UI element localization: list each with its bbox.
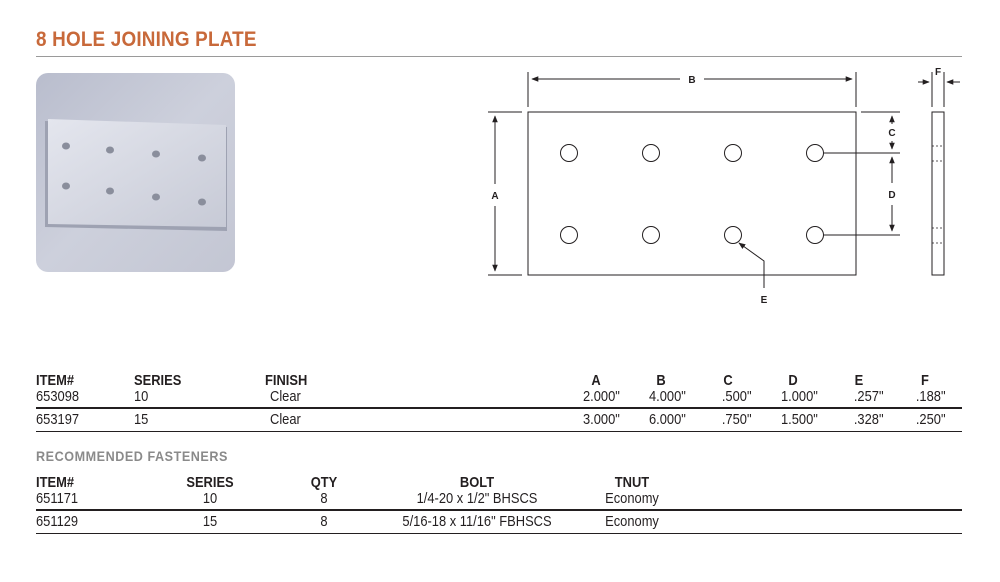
dimension-drawing: B A C D E F — [488, 67, 960, 306]
dim-label-f: F — [935, 67, 941, 78]
hole — [642, 144, 660, 162]
col-a: A — [591, 372, 601, 389]
table-row: 653197 15 Clear 3.000" 6.000" .750" 1.50… — [36, 411, 946, 428]
col-c: C — [723, 372, 733, 389]
dim-label-a: A — [491, 191, 498, 202]
dim-label-c: C — [888, 128, 895, 139]
hole — [724, 144, 742, 162]
col-tnut: TNUT — [614, 474, 650, 491]
hole — [724, 226, 742, 244]
dim-label-d: D — [888, 190, 895, 201]
title-rule — [36, 56, 962, 57]
table-row: 651171 10 8 1/4-20 x 1/2" BHSCS Economy — [36, 490, 659, 507]
table-rule — [36, 431, 962, 432]
fasteners-header-row: ITEM# SERIES QTY BOLT TNUT — [36, 474, 962, 494]
plates-header-row: ITEM# SERIES FINISH A B C D E F — [36, 372, 962, 392]
fasteners-table: ITEM# SERIES QTY BOLT TNUT 651171 10 8 1… — [36, 474, 962, 534]
page-title: 8 HOLE JOINING PLATE — [36, 28, 257, 51]
fasteners-title: RECOMMENDED FASTENERS — [36, 448, 228, 464]
col-b: B — [656, 372, 666, 389]
plate-photo-image — [36, 73, 235, 272]
table-rule — [36, 533, 962, 534]
hole — [806, 226, 824, 244]
plates-table: ITEM# SERIES FINISH A B C D E F 653098 1… — [36, 372, 962, 432]
hole — [560, 144, 578, 162]
col-series: SERIES — [134, 372, 182, 389]
table-row: 651129 15 8 5/16-18 x 11/16" FBHSCS Econ… — [36, 513, 659, 530]
col-bolt: BOLT — [459, 474, 495, 491]
col-e: E — [854, 372, 864, 389]
hole — [642, 226, 660, 244]
dim-label-e: E — [761, 295, 768, 306]
table-row: 653098 10 Clear 2.000" 4.000" .500" 1.00… — [36, 388, 946, 405]
col-qty: QTY — [310, 474, 338, 491]
hole — [806, 144, 824, 162]
col-d: D — [788, 372, 798, 389]
col-series: SERIES — [186, 474, 234, 491]
table-rule — [36, 407, 962, 409]
hole — [560, 226, 578, 244]
col-item: ITEM# — [36, 372, 75, 389]
dim-label-b: B — [688, 75, 695, 86]
table-rule — [36, 509, 962, 511]
col-finish: FINISH — [265, 372, 308, 389]
col-f: F — [921, 372, 929, 389]
product-photo — [36, 73, 235, 272]
col-item: ITEM# — [36, 474, 75, 491]
plate-outline — [527, 111, 857, 276]
